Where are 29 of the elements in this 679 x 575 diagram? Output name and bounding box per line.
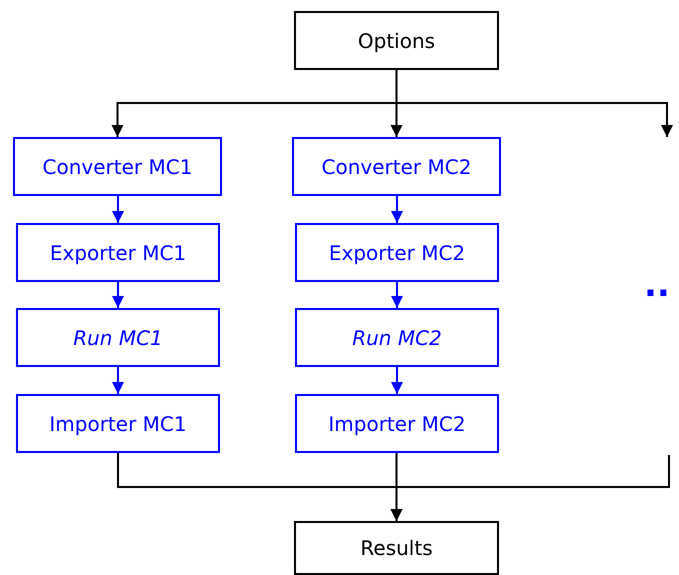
box-label: Options [358, 28, 436, 52]
process-box [295, 394, 499, 453]
arrow [391, 282, 403, 308]
box-label: Run MC1 [73, 326, 163, 350]
ellipsis-text: .. [644, 268, 670, 302]
box-label: Exporter MC2 [328, 240, 466, 264]
process-box [294, 11, 499, 70]
process-box [294, 521, 499, 575]
box-label: Importer MC1 [49, 412, 187, 436]
process-box [292, 137, 501, 196]
process-box [295, 223, 499, 282]
process-box [13, 137, 222, 196]
box-label: Converter MC2 [322, 154, 472, 178]
box-label: Importer MC2 [328, 412, 466, 436]
arrow [396, 70, 673, 137]
arrow [391, 367, 403, 394]
process-box [16, 394, 220, 453]
arrow [112, 367, 124, 394]
process-box [295, 308, 499, 367]
process-box [16, 223, 220, 282]
box-label: Results [360, 536, 433, 560]
box-label: Run MC2 [352, 326, 442, 350]
box-label: Converter MC1 [42, 154, 192, 178]
arrow [391, 196, 403, 223]
box-label: Exporter MC1 [50, 240, 186, 264]
arrow [112, 196, 124, 223]
process-box [16, 308, 220, 367]
arrow [390, 455, 670, 521]
arrow [112, 282, 124, 308]
